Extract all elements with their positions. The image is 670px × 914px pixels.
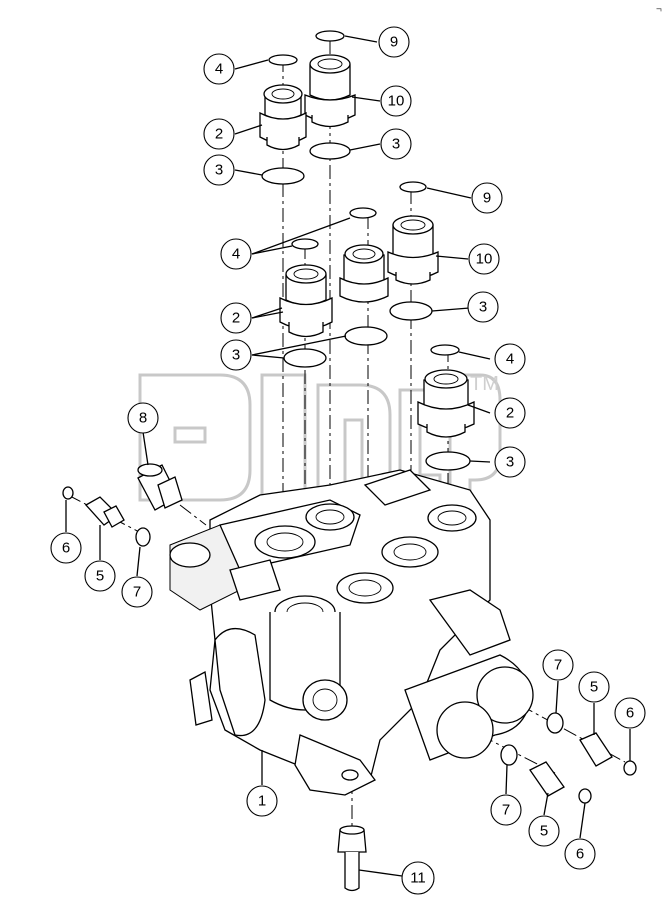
callout-10: 10 <box>468 243 500 275</box>
svg-text:5: 5 <box>540 823 548 840</box>
svg-text:2: 2 <box>215 126 223 143</box>
callout-1: 1 <box>246 785 278 817</box>
svg-text:7: 7 <box>554 657 562 674</box>
svg-text:6: 6 <box>576 846 584 863</box>
callout-3: 3 <box>203 154 235 186</box>
svg-text:10: 10 <box>476 251 493 268</box>
svg-text:7: 7 <box>133 584 141 601</box>
svg-text:4: 4 <box>506 351 514 368</box>
svg-text:1: 1 <box>258 793 266 810</box>
svg-text:4: 4 <box>232 246 240 263</box>
callout-9: 9 <box>378 26 410 58</box>
callout-6: 6 <box>614 697 646 729</box>
callout-7: 7 <box>121 576 153 608</box>
svg-text:9: 9 <box>483 190 491 207</box>
callout-7: 7 <box>490 794 522 826</box>
callout-9: 9 <box>471 182 503 214</box>
corner-mark: ¬ <box>656 4 662 15</box>
callout-2: 2 <box>203 118 235 150</box>
svg-text:5: 5 <box>96 568 104 585</box>
svg-text:2: 2 <box>506 405 514 422</box>
o-ring-small <box>268 54 298 66</box>
callout-8: 8 <box>127 402 159 434</box>
callout-5: 5 <box>84 560 116 592</box>
elbow-fitting <box>137 463 183 511</box>
svg-text:7: 7 <box>502 802 510 819</box>
fitting-group-upper <box>259 30 356 185</box>
svg-text:10: 10 <box>388 93 405 110</box>
fittings-left <box>62 486 151 547</box>
leader-lines <box>65 35 631 877</box>
callout-3: 3 <box>467 291 499 323</box>
fitting-group-right <box>417 344 475 471</box>
callout-4: 4 <box>220 238 252 270</box>
callout-2: 2 <box>220 302 252 334</box>
svg-text:11: 11 <box>410 870 426 887</box>
svg-text:3: 3 <box>215 162 223 179</box>
watermark-trademark: TM <box>470 373 499 395</box>
callout-4: 4 <box>494 343 526 375</box>
svg-text:6: 6 <box>626 705 634 722</box>
callout-3: 3 <box>380 128 412 160</box>
callout-5: 5 <box>578 671 610 703</box>
o-ring-large <box>261 167 305 185</box>
svg-text:3: 3 <box>392 136 400 153</box>
callout-2: 2 <box>494 397 526 429</box>
o-ring-large <box>309 142 351 160</box>
svg-text:5: 5 <box>590 679 598 696</box>
fitting-group-middle <box>279 181 439 368</box>
svg-text:6: 6 <box>62 540 70 557</box>
valve-body <box>169 469 534 796</box>
svg-text:3: 3 <box>479 299 487 316</box>
callout-3: 3 <box>494 446 526 478</box>
svg-text:8: 8 <box>139 410 147 427</box>
svg-text:3: 3 <box>506 454 514 471</box>
callout-7: 7 <box>542 649 574 681</box>
bolt <box>337 825 367 892</box>
callout-4: 4 <box>203 53 235 85</box>
svg-text:3: 3 <box>232 347 240 364</box>
callout-10: 10 <box>380 85 412 117</box>
o-ring-small <box>315 30 345 42</box>
svg-text:4: 4 <box>215 61 223 78</box>
callout-11: 11 <box>401 861 435 895</box>
callout-6: 6 <box>50 532 82 564</box>
callout-6: 6 <box>564 838 596 870</box>
svg-text:2: 2 <box>232 310 240 327</box>
callout-3: 3 <box>220 339 252 371</box>
callout-5: 5 <box>528 815 560 847</box>
svg-text:9: 9 <box>390 34 398 51</box>
fittings-right <box>500 712 637 804</box>
